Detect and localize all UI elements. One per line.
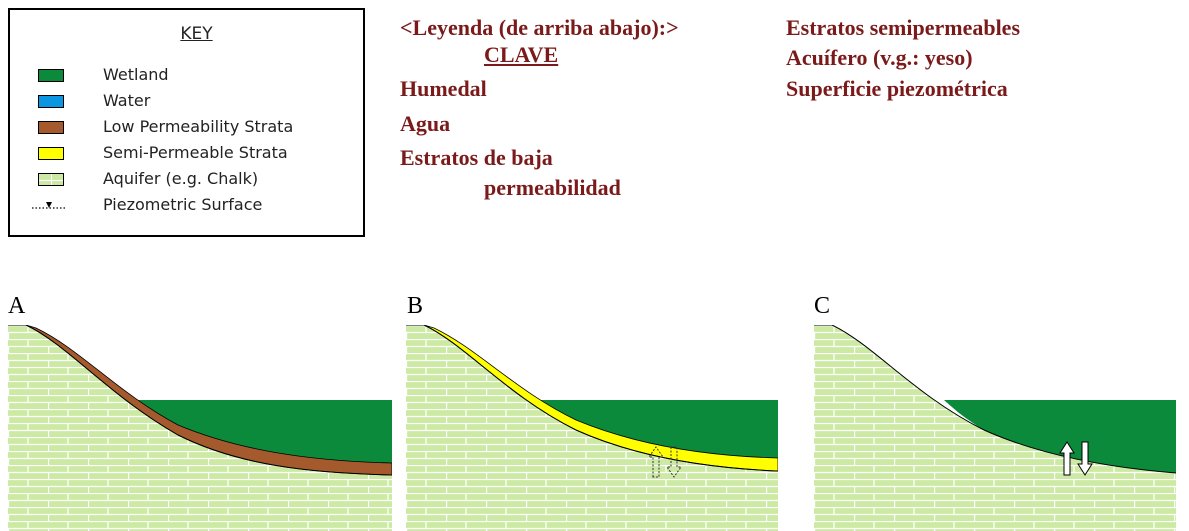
wetland-region [944,400,1176,473]
spanish-heading: <Leyenda (de arriba abajo):> [400,15,679,40]
ground-surface-line [8,325,392,476]
piezometric-symbol-icon [32,202,66,209]
key-label-water: Water [103,91,151,110]
panel-label-a: A [8,293,26,319]
flow-arrows-icon [1059,441,1093,476]
key-item-aquifer: Aquifer (e.g. Chalk) [10,167,363,191]
spanish-estratos-baja: Estratos de baja [400,145,553,170]
key-item-low-permeability: Low Permeability Strata [10,115,363,139]
wetland-region [536,400,778,458]
key-label-low-permeability: Low Permeability Strata [103,117,294,136]
spanish-permeabilidad: permeabilidad [484,175,621,200]
panel-label-b: B [407,293,424,319]
spanish-agua: Agua [400,111,451,136]
dashed-flow-arrows-icon [648,446,682,478]
key-label-piezometric: Piezometric Surface [103,195,263,214]
panel-b-cross-section [406,325,778,531]
wetland-swatch [38,69,64,82]
water-swatch [38,95,64,108]
aquifer-swatch [38,173,64,186]
key-title: KEY [180,24,213,44]
wetland-region [138,400,392,463]
key-legend: KEY Wetland Water Low Permeability Strat… [8,8,365,237]
key-label-semi-permeable: Semi-Permeable Strata [103,143,288,162]
key-label-wetland: Wetland [103,65,169,84]
ground-surface-line [814,325,1177,474]
right-margin [1176,325,1189,531]
panel-label-c: C [814,293,831,319]
ground-surface-line [406,325,778,472]
spanish-semipermeables: Estratos semipermeables [786,15,1021,40]
panel-c-cross-section [814,325,1189,531]
spanish-acuifero: Acuífero (v.g.: yeso) [786,45,973,70]
key-item-water: Water [10,89,363,113]
spanish-clave: CLAVE [484,42,559,67]
key-item-semi-permeable: Semi-Permeable Strata [10,141,363,165]
panel-a-cross-section [8,325,392,531]
key-label-aquifer: Aquifer (e.g. Chalk) [103,169,259,188]
semi-permeable-swatch [38,147,64,160]
spanish-humedal: Humedal [400,76,487,101]
low-permeability-swatch [38,121,64,134]
key-item-piezometric: Piezometric Surface [10,193,363,217]
spanish-piezometrica: Superficie piezométrica [786,76,1008,101]
key-item-wetland: Wetland [10,63,363,87]
